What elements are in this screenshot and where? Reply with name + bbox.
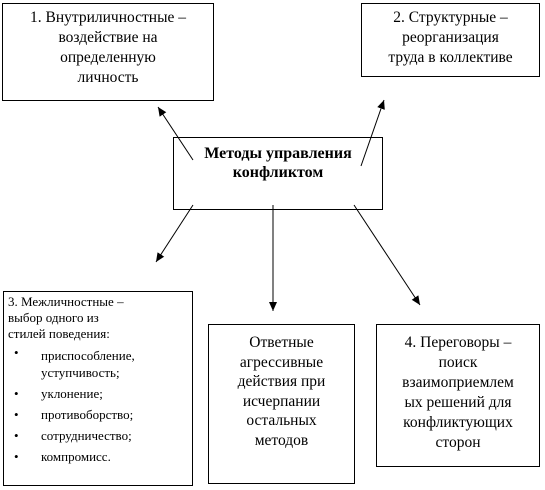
behavior-styles-list: приспособление, уступчивость; уклонение;… <box>8 344 188 467</box>
box-intrapersonal-line-4: личность <box>77 69 139 86</box>
box-aggressive-line-4: исчерпании <box>242 392 321 410</box>
box-intrapersonal-line-3: определенную <box>60 49 156 66</box>
central-box-line-2: конфликтом <box>232 164 324 181</box>
box-aggressive-line-2: агрессивные <box>239 353 324 371</box>
box-intrapersonal-line-2: воздействие на <box>58 29 158 46</box>
box-negotiation-line-2: поиск <box>438 354 478 371</box>
central-box-conflict-management-methods: Методы управления конфликтом <box>173 137 383 210</box>
box-aggressive-line-6: методов <box>254 431 309 449</box>
box-negotiation-line-4: ых решений для <box>404 394 512 411</box>
box-structural-line-2: реорганизация <box>402 29 499 46</box>
box-structural-methods: 2. Структурные – реорганизация труда в к… <box>361 3 540 77</box>
box-aggressive-line-3: действия при <box>237 373 326 390</box>
box-aggressive-line-5: остальных <box>246 412 317 429</box>
box-negotiation-methods: 4. Переговоры – поиск взаимоприемлем ых … <box>376 324 540 467</box>
central-box-line-1: Методы управления <box>204 145 352 162</box>
list-item: компромисс. <box>8 446 188 467</box>
box-negotiation-line-5: конфликтующих <box>403 414 513 431</box>
box-negotiation-line-3: взаимоприемлем <box>402 374 514 391</box>
box-aggressive-response: Ответные агрессивные действия при исчерп… <box>208 324 355 484</box>
box-interpersonal-intro-3: стилей поведения: <box>8 326 110 341</box>
box-negotiation-line-1: 4. Переговоры – <box>404 334 512 351</box>
box-interpersonal-intro-1: 3. Межличностные – <box>8 294 124 309</box>
list-item: сотрудничество; <box>8 425 188 446</box>
box-interpersonal-methods: 3. Межличностные – выбор одного из стиле… <box>3 291 193 486</box>
box-negotiation-line-6: сторон <box>435 434 481 451</box>
list-item: приспособление, уступчивость; <box>8 344 188 383</box>
box-aggressive-line-1: Ответные <box>249 334 314 351</box>
box-intrapersonal-methods: 1. Внутриличностные – воздействие на опр… <box>2 3 214 101</box>
list-item: уклонение; <box>8 383 188 404</box>
arrow-to-negotiation <box>353 204 421 306</box>
box-intrapersonal-line-1: 1. Внутриличностные – <box>29 9 186 26</box>
box-structural-line-3: труда в коллективе <box>388 49 513 66</box>
list-item: противоборство; <box>8 404 188 425</box>
box-structural-line-1: 2. Структурные – <box>393 9 508 26</box>
arrow-to-interpersonal <box>155 204 194 263</box>
box-interpersonal-intro-2: выбор одного из <box>8 310 99 325</box>
